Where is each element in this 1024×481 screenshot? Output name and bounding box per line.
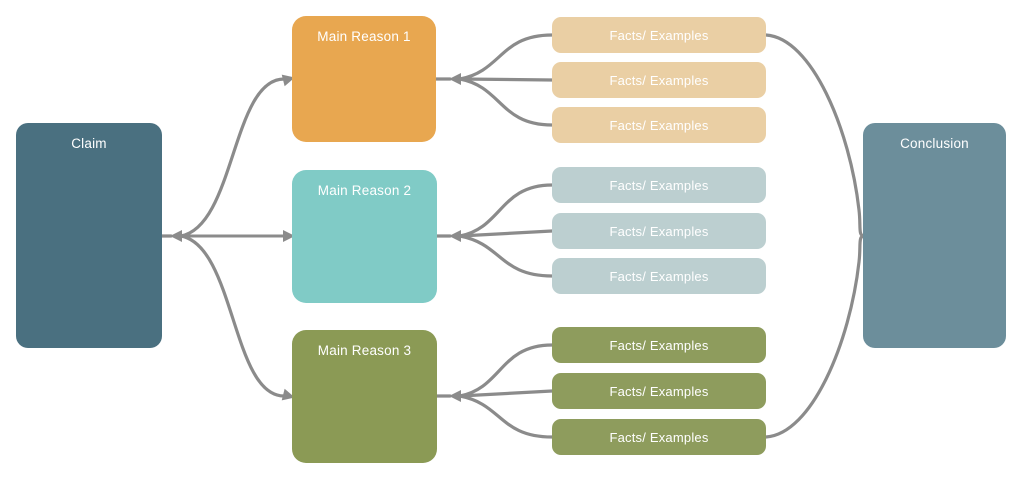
arrowhead-into-reason-3: [281, 388, 295, 401]
reason-2-fact-3: Facts/ Examples: [552, 258, 766, 294]
connector-reason-2-fact-3: [458, 234, 554, 278]
reason-1-fact-1: Facts/ Examples: [552, 17, 766, 53]
reason-3-fact-1-label: Facts/ Examples: [609, 337, 709, 353]
reason-3-fact-1: Facts/ Examples: [552, 327, 766, 363]
reason-2-node: Main Reason 2: [292, 170, 437, 303]
reason-3-node: Main Reason 3: [292, 330, 437, 463]
reason-2-fact-2-label: Facts/ Examples: [609, 223, 709, 239]
connector-reason-2-fact-2: [458, 229, 554, 238]
reason-3-fact-3-label: Facts/ Examples: [609, 429, 709, 445]
connector-reason-1-fact-3: [458, 77, 554, 127]
connector-reason-3-fact-2: [458, 389, 554, 398]
connector-claim-reason-1: [179, 77, 286, 238]
reason-2-fact-2: Facts/ Examples: [552, 213, 766, 249]
conclusion-node: Conclusion: [863, 123, 1006, 348]
claim-node: Claim: [16, 123, 162, 348]
connector-fact-top-conclusion: [764, 33, 866, 238]
reason-1-label: Main Reason 1: [317, 29, 411, 44]
conclusion-label: Conclusion: [900, 136, 969, 151]
reason-2-fact-1: Facts/ Examples: [552, 167, 766, 203]
reason-3-fact-3: Facts/ Examples: [552, 419, 766, 455]
reason-2-fact-3-label: Facts/ Examples: [609, 268, 709, 284]
arrowhead-into-reason-1-right: [449, 73, 461, 85]
connector-reason-2-fact-1: [458, 183, 554, 238]
reason-3-fact-2-label: Facts/ Examples: [609, 383, 709, 399]
connector-reason-1-fact-2: [458, 77, 554, 82]
connector-claim-reason-3: [179, 234, 286, 398]
reason-3-label: Main Reason 3: [317, 343, 412, 358]
connector-reason-1-fact-1: [458, 33, 554, 81]
arrowhead-into-reason-2: [283, 230, 295, 242]
reason-1-fact-3: Facts/ Examples: [552, 107, 766, 143]
reason-1-fact-2-label: Facts/ Examples: [609, 72, 709, 88]
reason-1-fact-3-label: Facts/ Examples: [609, 117, 709, 133]
reason-3-fact-2: Facts/ Examples: [552, 373, 766, 409]
reason-1-fact-1-label: Facts/ Examples: [609, 27, 709, 43]
arrowhead-into-reason-3-right: [449, 390, 461, 402]
arrowhead-into-reason-1: [281, 74, 295, 87]
arrowhead-into-claim: [170, 230, 182, 242]
reason-1-node: Main Reason 1: [292, 16, 436, 142]
reason-1-fact-2: Facts/ Examples: [552, 62, 766, 98]
connector-fact-bottom-conclusion: [764, 234, 866, 439]
connector-reason-3-fact-1: [458, 343, 554, 398]
arrowhead-into-reason-2-right: [449, 230, 461, 242]
reason-2-label: Main Reason 2: [317, 183, 412, 198]
reason-2-fact-1-label: Facts/ Examples: [609, 177, 709, 193]
claim-label: Claim: [71, 136, 107, 151]
connector-reason-3-fact-3: [458, 394, 554, 439]
